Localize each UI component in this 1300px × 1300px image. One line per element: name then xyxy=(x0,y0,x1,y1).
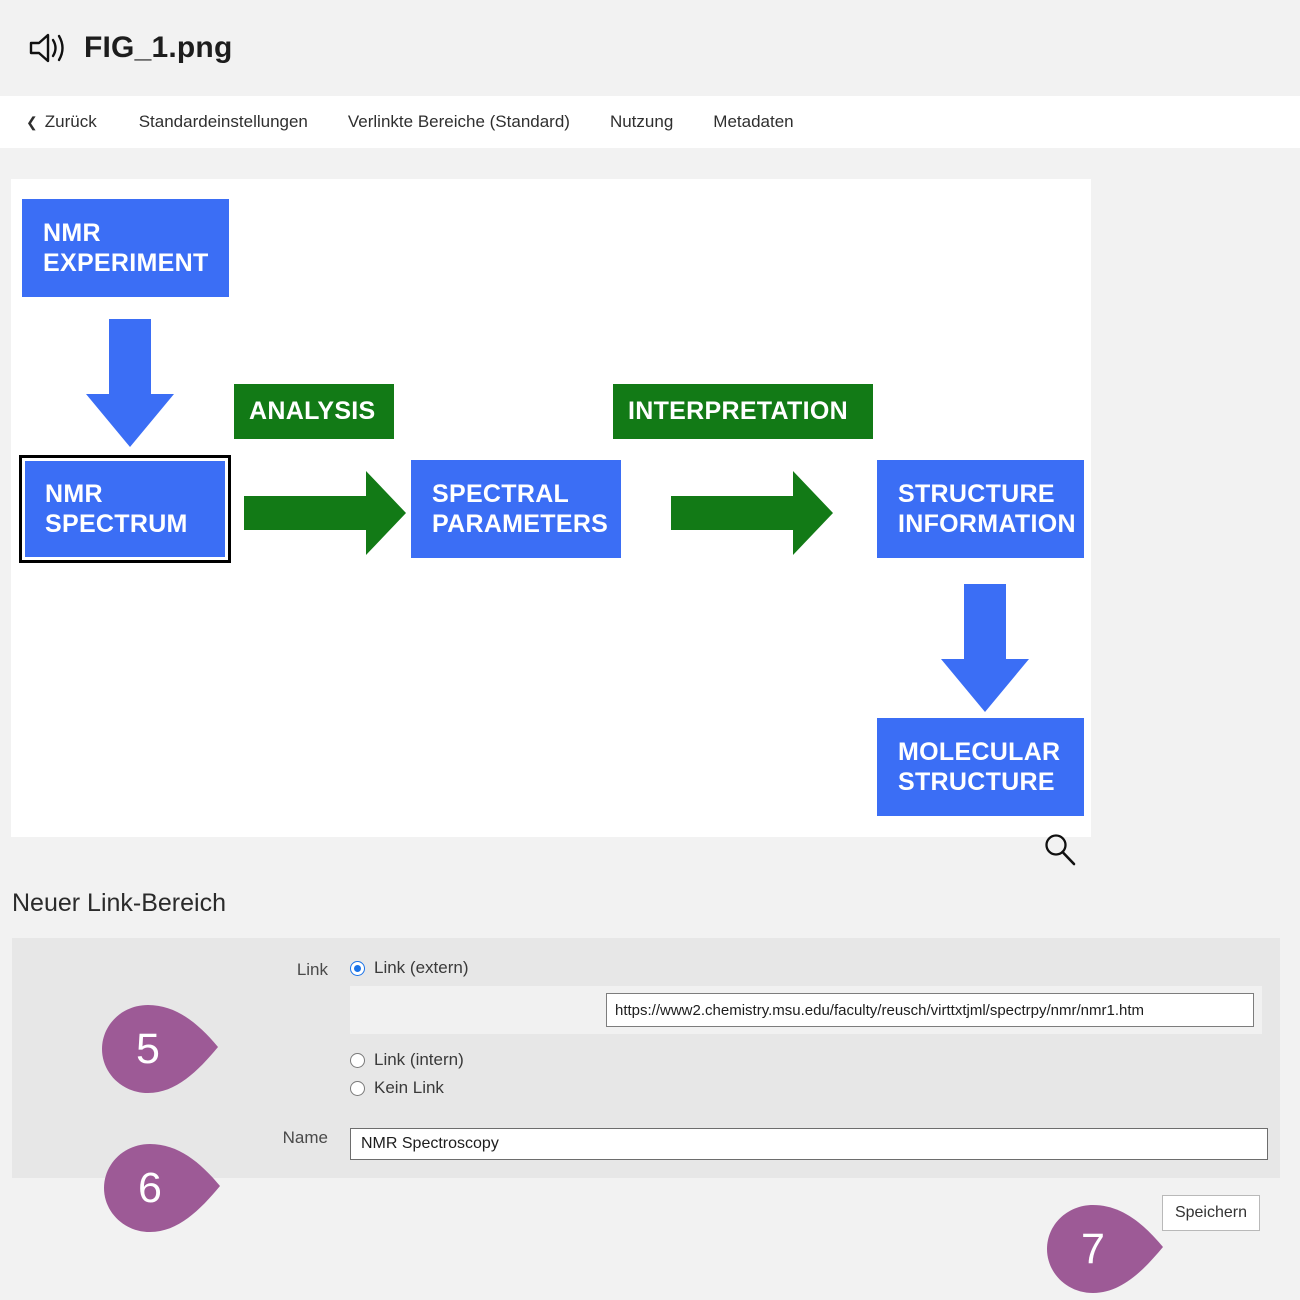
radio-link-intern[interactable]: Link (intern) xyxy=(350,1050,1280,1070)
radio-group-remaining: Link (intern) Kein Link xyxy=(350,1050,1280,1098)
diagram-node-spectral-parameters[interactable]: SPECTRAL PARAMETERS xyxy=(411,460,621,558)
radio-kein-link[interactable]: Kein Link xyxy=(350,1078,1280,1098)
tab-verlinkte-bereiche[interactable]: Verlinkte Bereiche (Standard) xyxy=(347,112,570,131)
nav-back-label: Zurück xyxy=(44,112,97,131)
page-header: FIG_1.png xyxy=(0,0,1300,96)
radio-kein-link-label: Kein Link xyxy=(374,1078,444,1097)
speaker-icon xyxy=(28,31,68,65)
diagram-node-label: NMR EXPERIMENT xyxy=(43,218,209,278)
diagram-node-label: INTERPRETATION xyxy=(628,397,848,426)
tab-standardeinstellungen[interactable]: Standardeinstellungen xyxy=(138,112,308,131)
url-subpanel xyxy=(350,986,1262,1034)
link-row-body: Link (extern) Link (intern) Kein Link xyxy=(350,938,1280,1100)
name-row-body xyxy=(350,1108,1280,1160)
diagram-node-label: NMR SPECTRUM xyxy=(45,479,188,539)
diagram-node-label: STRUCTURE INFORMATION xyxy=(898,479,1076,539)
diagram-node-nmr-spectrum[interactable]: NMR SPECTRUM xyxy=(19,455,231,563)
tab-metadaten[interactable]: Metadaten xyxy=(713,112,794,131)
link-url-input[interactable] xyxy=(606,993,1254,1027)
nav-back-button[interactable]: ❮ Zurück xyxy=(26,112,97,132)
name-row: Name xyxy=(12,1108,1280,1160)
radio-link-extern[interactable]: Link (extern) xyxy=(350,958,1280,978)
diagram-node-label: MOLECULAR STRUCTURE xyxy=(898,737,1061,797)
diagram-node-label: ANALYSIS xyxy=(249,397,376,426)
link-row-label: Link xyxy=(296,960,328,979)
diagram-node-analysis[interactable]: ANALYSIS xyxy=(234,384,394,439)
arrow-parameters-to-structure xyxy=(671,471,833,555)
radio-intern-label: Link (intern) xyxy=(374,1050,464,1069)
arrow-spectrum-to-parameters xyxy=(244,471,406,555)
diagram-node-interpretation[interactable]: INTERPRETATION xyxy=(613,384,873,439)
magnifier-icon[interactable] xyxy=(1041,831,1079,869)
diagram-node-structure-information[interactable]: STRUCTURE INFORMATION xyxy=(877,460,1084,558)
link-row: Link Link (extern) Link (intern) Kein Li… xyxy=(12,938,1280,1100)
image-panel-wrapper: NMR EXPERIMENT NMR SPECTRUM ANALYSIS SPE… xyxy=(0,148,1300,866)
section-title: Neuer Link-Bereich xyxy=(12,889,226,917)
page-title: FIG_1.png xyxy=(84,31,233,64)
form-footer: Speichern xyxy=(12,1178,1280,1248)
link-area-form: Link Link (extern) Link (intern) Kein Li… xyxy=(12,938,1280,1178)
arrow-structure-to-molecular xyxy=(941,584,1029,712)
diagram-node-nmr-experiment[interactable]: NMR EXPERIMENT xyxy=(22,199,229,297)
nmr-workflow-diagram: NMR EXPERIMENT NMR SPECTRUM ANALYSIS SPE… xyxy=(11,179,1091,837)
link-name-input[interactable] xyxy=(350,1128,1268,1160)
image-panel[interactable]: NMR EXPERIMENT NMR SPECTRUM ANALYSIS SPE… xyxy=(11,179,1091,866)
radio-extern-label: Link (extern) xyxy=(374,958,469,977)
name-row-label: Name xyxy=(282,1128,328,1147)
radio-extern-indicator[interactable] xyxy=(350,960,365,976)
diagram-node-label: SPECTRAL PARAMETERS xyxy=(432,479,609,539)
radio-intern-indicator[interactable] xyxy=(350,1052,365,1068)
chevron-left-icon: ❮ xyxy=(26,114,38,130)
arrow-experiment-to-spectrum xyxy=(86,319,174,447)
tab-nutzung[interactable]: Nutzung xyxy=(609,112,674,131)
radio-kein-link-indicator[interactable] xyxy=(350,1080,365,1096)
diagram-node-molecular-structure[interactable]: MOLECULAR STRUCTURE xyxy=(877,718,1084,816)
save-button[interactable]: Speichern xyxy=(1161,1195,1260,1231)
nav-bar: ❮ Zurück Standardeinstellungen Verlinkte… xyxy=(0,96,1300,148)
